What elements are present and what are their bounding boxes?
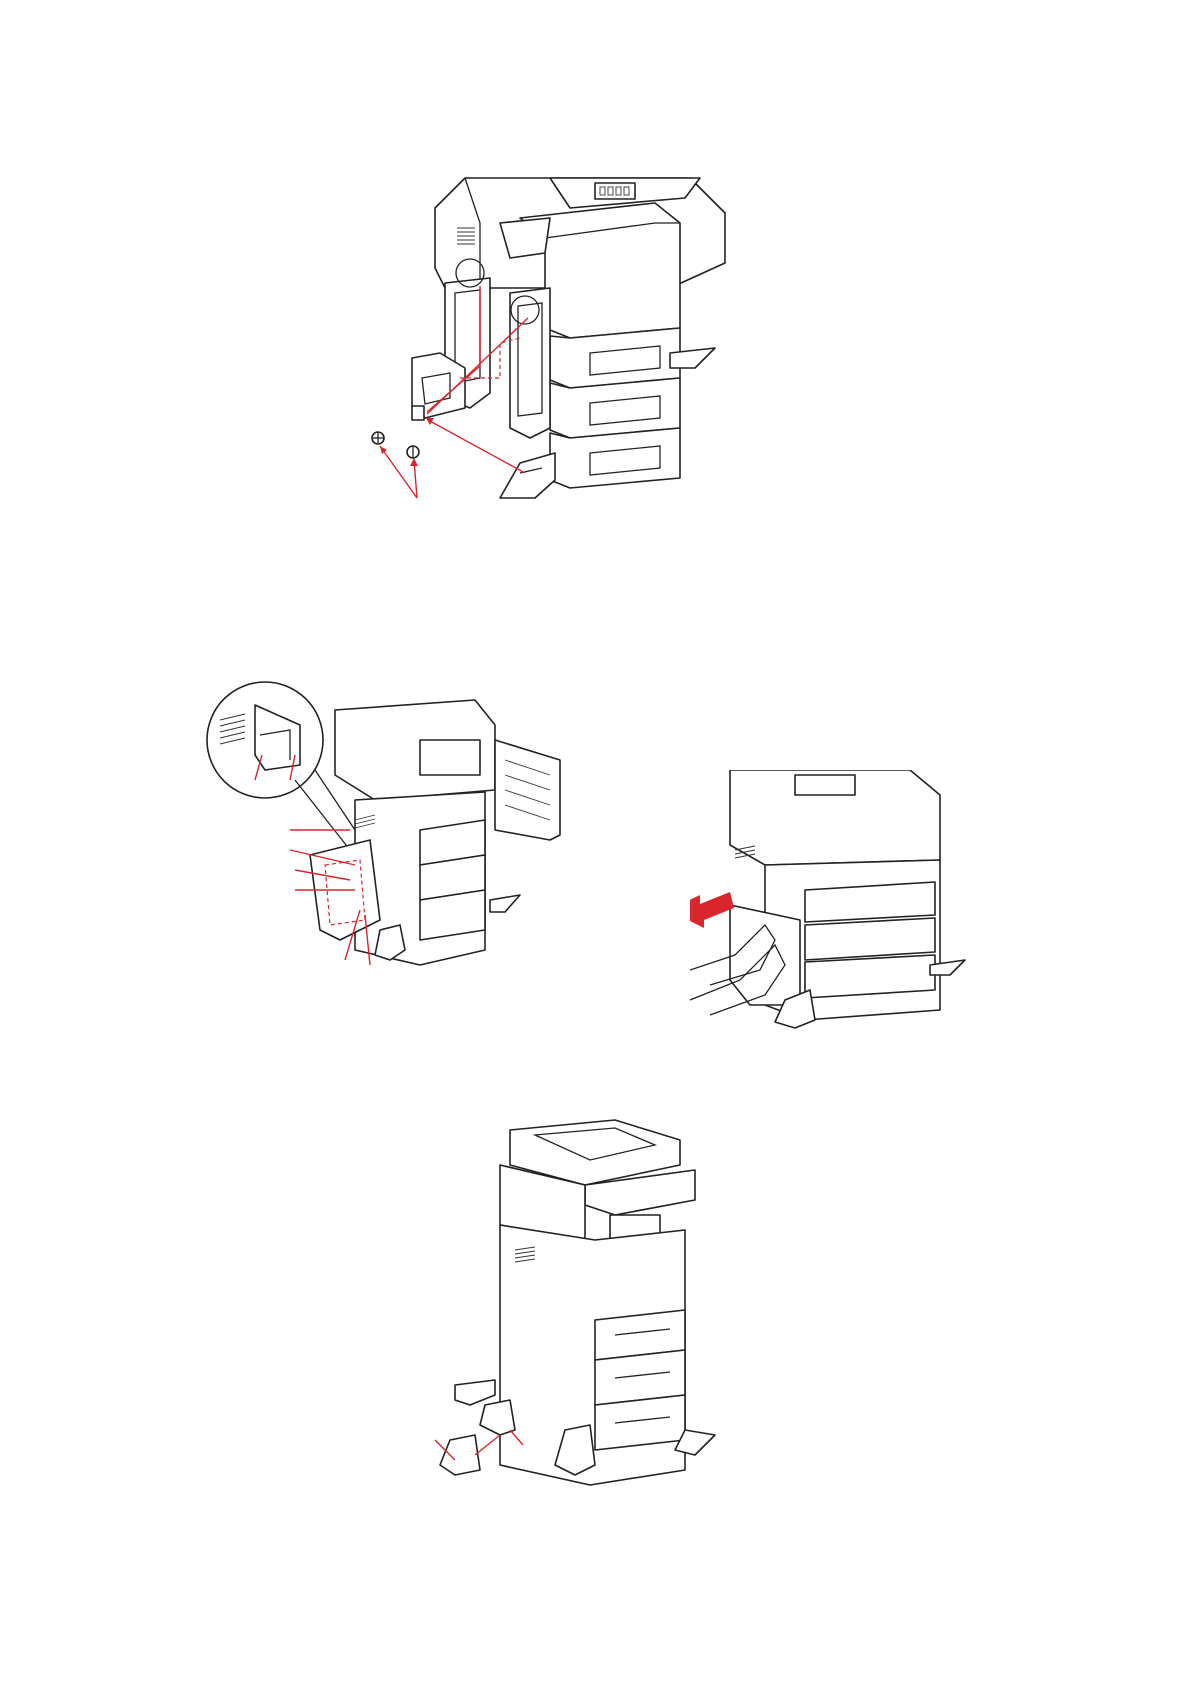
figure-stabiliser-feet bbox=[415, 1090, 775, 1510]
figure-bracket-screws bbox=[370, 168, 770, 568]
figure-3-illustration bbox=[690, 770, 970, 1030]
screw-icon bbox=[407, 446, 419, 458]
push-arrow-icon bbox=[690, 892, 734, 928]
figure-1-illustration bbox=[370, 168, 770, 568]
magnifier-icon bbox=[207, 682, 323, 798]
figure-push-cover bbox=[690, 770, 970, 1030]
screw-icon bbox=[372, 432, 384, 444]
figure-2-illustration bbox=[205, 680, 605, 990]
figure-4-illustration bbox=[415, 1090, 775, 1510]
figure-cover-attachment bbox=[205, 680, 605, 990]
